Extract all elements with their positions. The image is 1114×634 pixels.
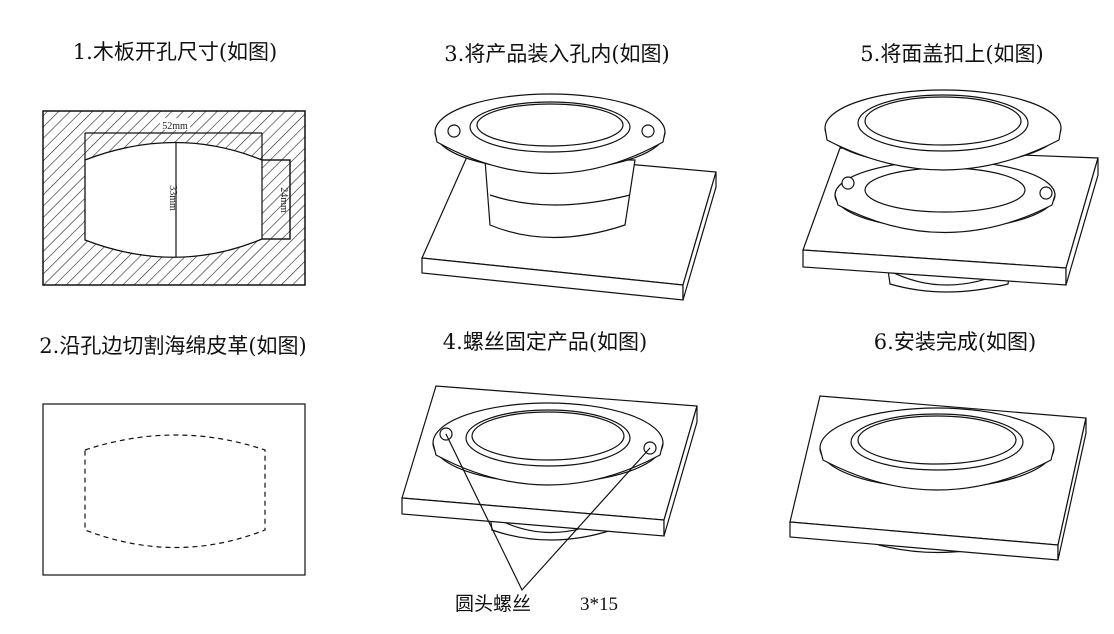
step-1-label: 1.木板开孔尺寸(如图) [72,40,278,64]
width-dimension: 52mm [162,121,188,132]
board-cutout-drawing: 52mm 33mm 24mm [42,110,306,286]
insert-product-drawing [421,93,717,301]
side-dimension: 24mm [278,187,289,213]
step-3-label: 3.将产品装入孔内(如图) [444,42,670,66]
installed-drawing [789,395,1087,561]
screw-size-label: 3*15 [580,594,618,615]
step-6-label: 6.安装完成(如图) [873,330,1037,354]
height-dimension: 33mm [167,185,178,211]
step-2-label: 2.沿孔边切割海绵皮革(如图) [39,334,307,358]
step-4-label: 4.螺丝固定产品(如图) [442,330,648,354]
foam-cut-drawing [42,403,306,576]
step-5-label: 5.将面盖扣上(如图) [860,42,1044,66]
screw-name-label: 圆头螺丝 [455,593,531,615]
screw-fixing-drawing [401,385,698,592]
cover-attach-drawing [802,89,1099,293]
